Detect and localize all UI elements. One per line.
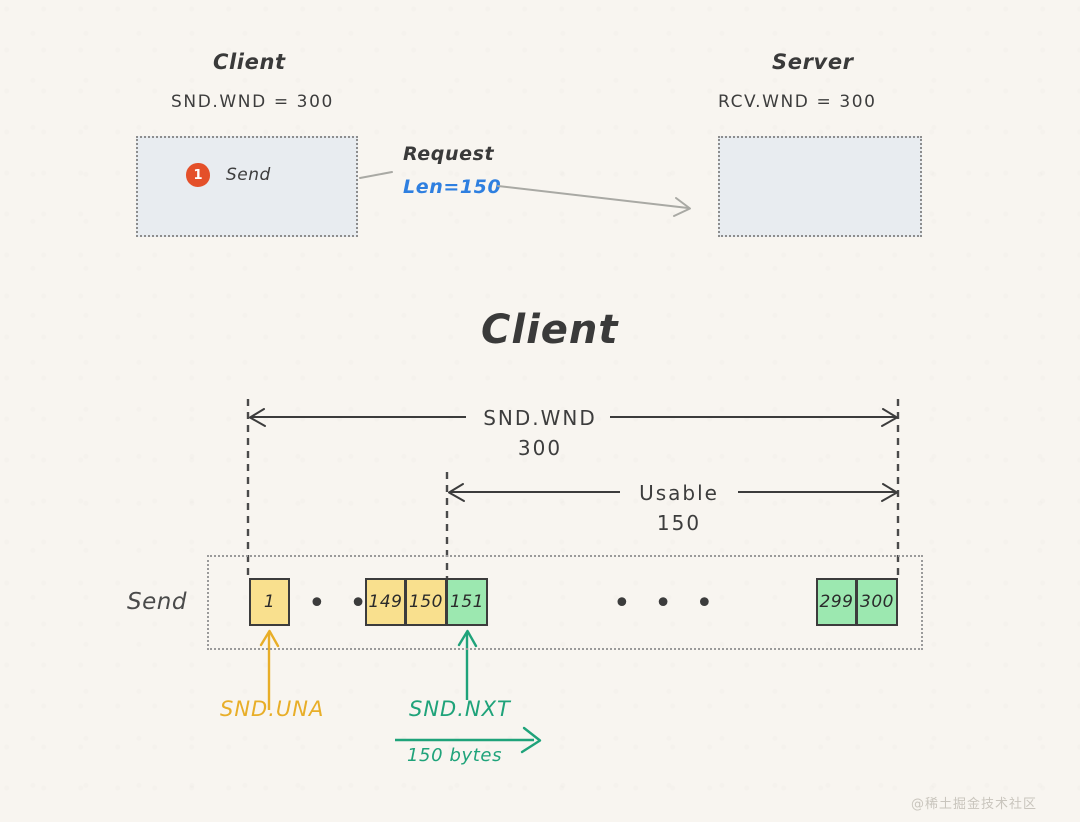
cell-group-left: 1	[249, 578, 290, 626]
client-send-action[interactable]: 1 Send	[186, 163, 271, 187]
server-window-label: RCV.WND = 300	[718, 92, 877, 112]
seq-cell-1[interactable]: 1	[249, 578, 290, 626]
measure-label-snd-wnd: SND.WND	[483, 406, 597, 430]
pointer-label-snd-nxt: SND.NXT	[409, 697, 511, 721]
server-host-box	[718, 136, 922, 237]
measure-label-usable: Usable	[639, 481, 719, 505]
measure-value-snd-wnd: 300	[517, 436, 563, 460]
diagram-title: Client	[481, 307, 619, 353]
cell-group-middle: 149 150 151	[365, 578, 488, 626]
measure-value-usable: 150	[656, 511, 702, 535]
seq-cell-299[interactable]: 299	[816, 578, 857, 626]
seq-cell-149[interactable]: 149	[365, 578, 406, 626]
cell-group-right: 299 300	[816, 578, 898, 626]
cells-ellipsis-right: • • •	[613, 586, 721, 621]
step-badge-1: 1	[186, 163, 210, 187]
seq-cell-150[interactable]: 150	[406, 578, 447, 626]
client-window-label: SND.WND = 300	[171, 92, 334, 112]
client-send-label: Send	[226, 165, 271, 185]
client-node-title: Client	[213, 50, 286, 74]
bytes-annotation-label: 150 bytes	[407, 745, 503, 766]
packet-name-label: Request	[403, 143, 495, 165]
packet-flow-arrow	[359, 171, 691, 217]
send-buffer-container	[207, 555, 923, 650]
watermark: @稀土掘金技术社区	[911, 797, 1038, 812]
seq-cell-151[interactable]: 151	[447, 578, 488, 626]
client-host-box: 1 Send	[136, 136, 358, 237]
server-node-title: Server	[772, 50, 854, 74]
send-buffer-row-label: Send	[127, 589, 187, 615]
pointer-label-snd-una: SND.UNA	[220, 697, 325, 721]
seq-cell-300[interactable]: 300	[857, 578, 898, 626]
packet-length-label: Len=150	[403, 176, 502, 198]
